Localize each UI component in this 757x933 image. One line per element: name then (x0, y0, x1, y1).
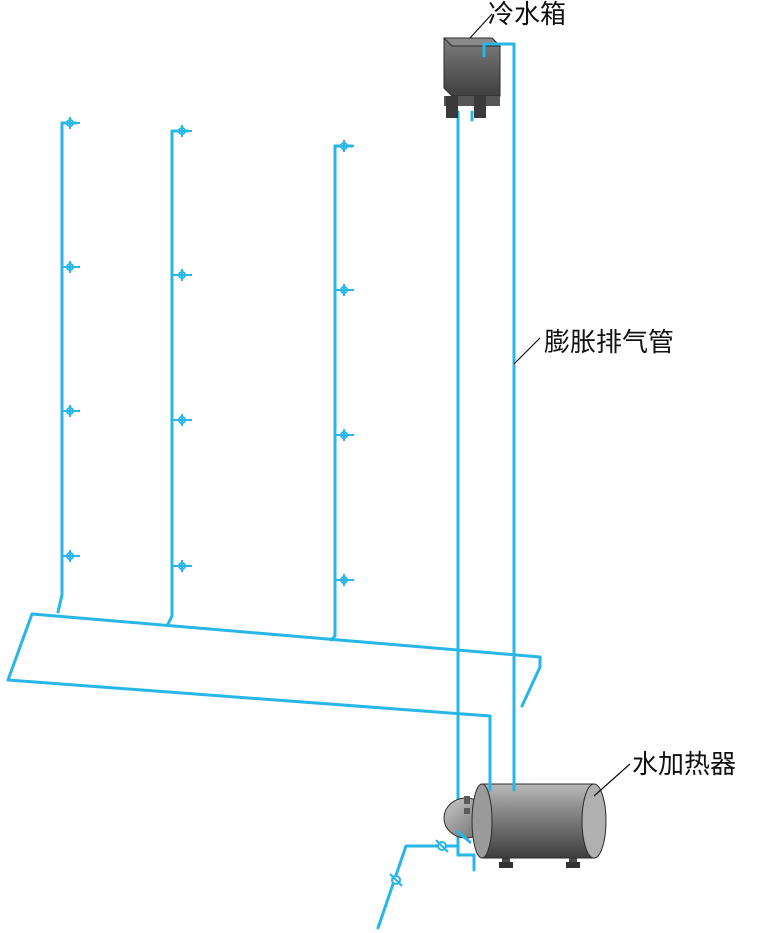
return-main (6, 678, 492, 718)
cold-water-tank-label: 冷水箱 (488, 0, 567, 30)
fixture (172, 269, 192, 281)
leader-vent-pipe (513, 337, 541, 365)
fixture (172, 560, 192, 572)
fixture (335, 574, 354, 586)
valve (435, 839, 449, 853)
valve (389, 873, 403, 887)
fixture (172, 414, 192, 426)
fixture (335, 284, 354, 296)
fixture (335, 140, 354, 152)
inlet-pipe (376, 844, 460, 930)
heater-feed (456, 853, 476, 872)
water-heater (443, 783, 607, 868)
loop-left-end (6, 612, 34, 682)
fixture (62, 550, 80, 562)
supply-to-heater (456, 830, 472, 844)
vent-pipe-label: 膨胀排气管 (544, 328, 675, 358)
loop-right-end (520, 655, 542, 708)
fixture (172, 125, 192, 137)
fixture (62, 261, 80, 273)
leader-water-heater (593, 763, 631, 797)
fixture (62, 405, 80, 417)
distribution-main (30, 612, 542, 659)
fixture (64, 117, 80, 129)
riser-2-link (166, 614, 174, 626)
fixture-group (62, 117, 449, 887)
water-heater-label: 水加热器 (632, 750, 737, 780)
leader-cold-tank (469, 13, 493, 39)
vent-pipe (490, 42, 516, 792)
fixture (335, 429, 354, 441)
riser-1-link (56, 593, 64, 614)
cold-water-tank (442, 37, 502, 118)
